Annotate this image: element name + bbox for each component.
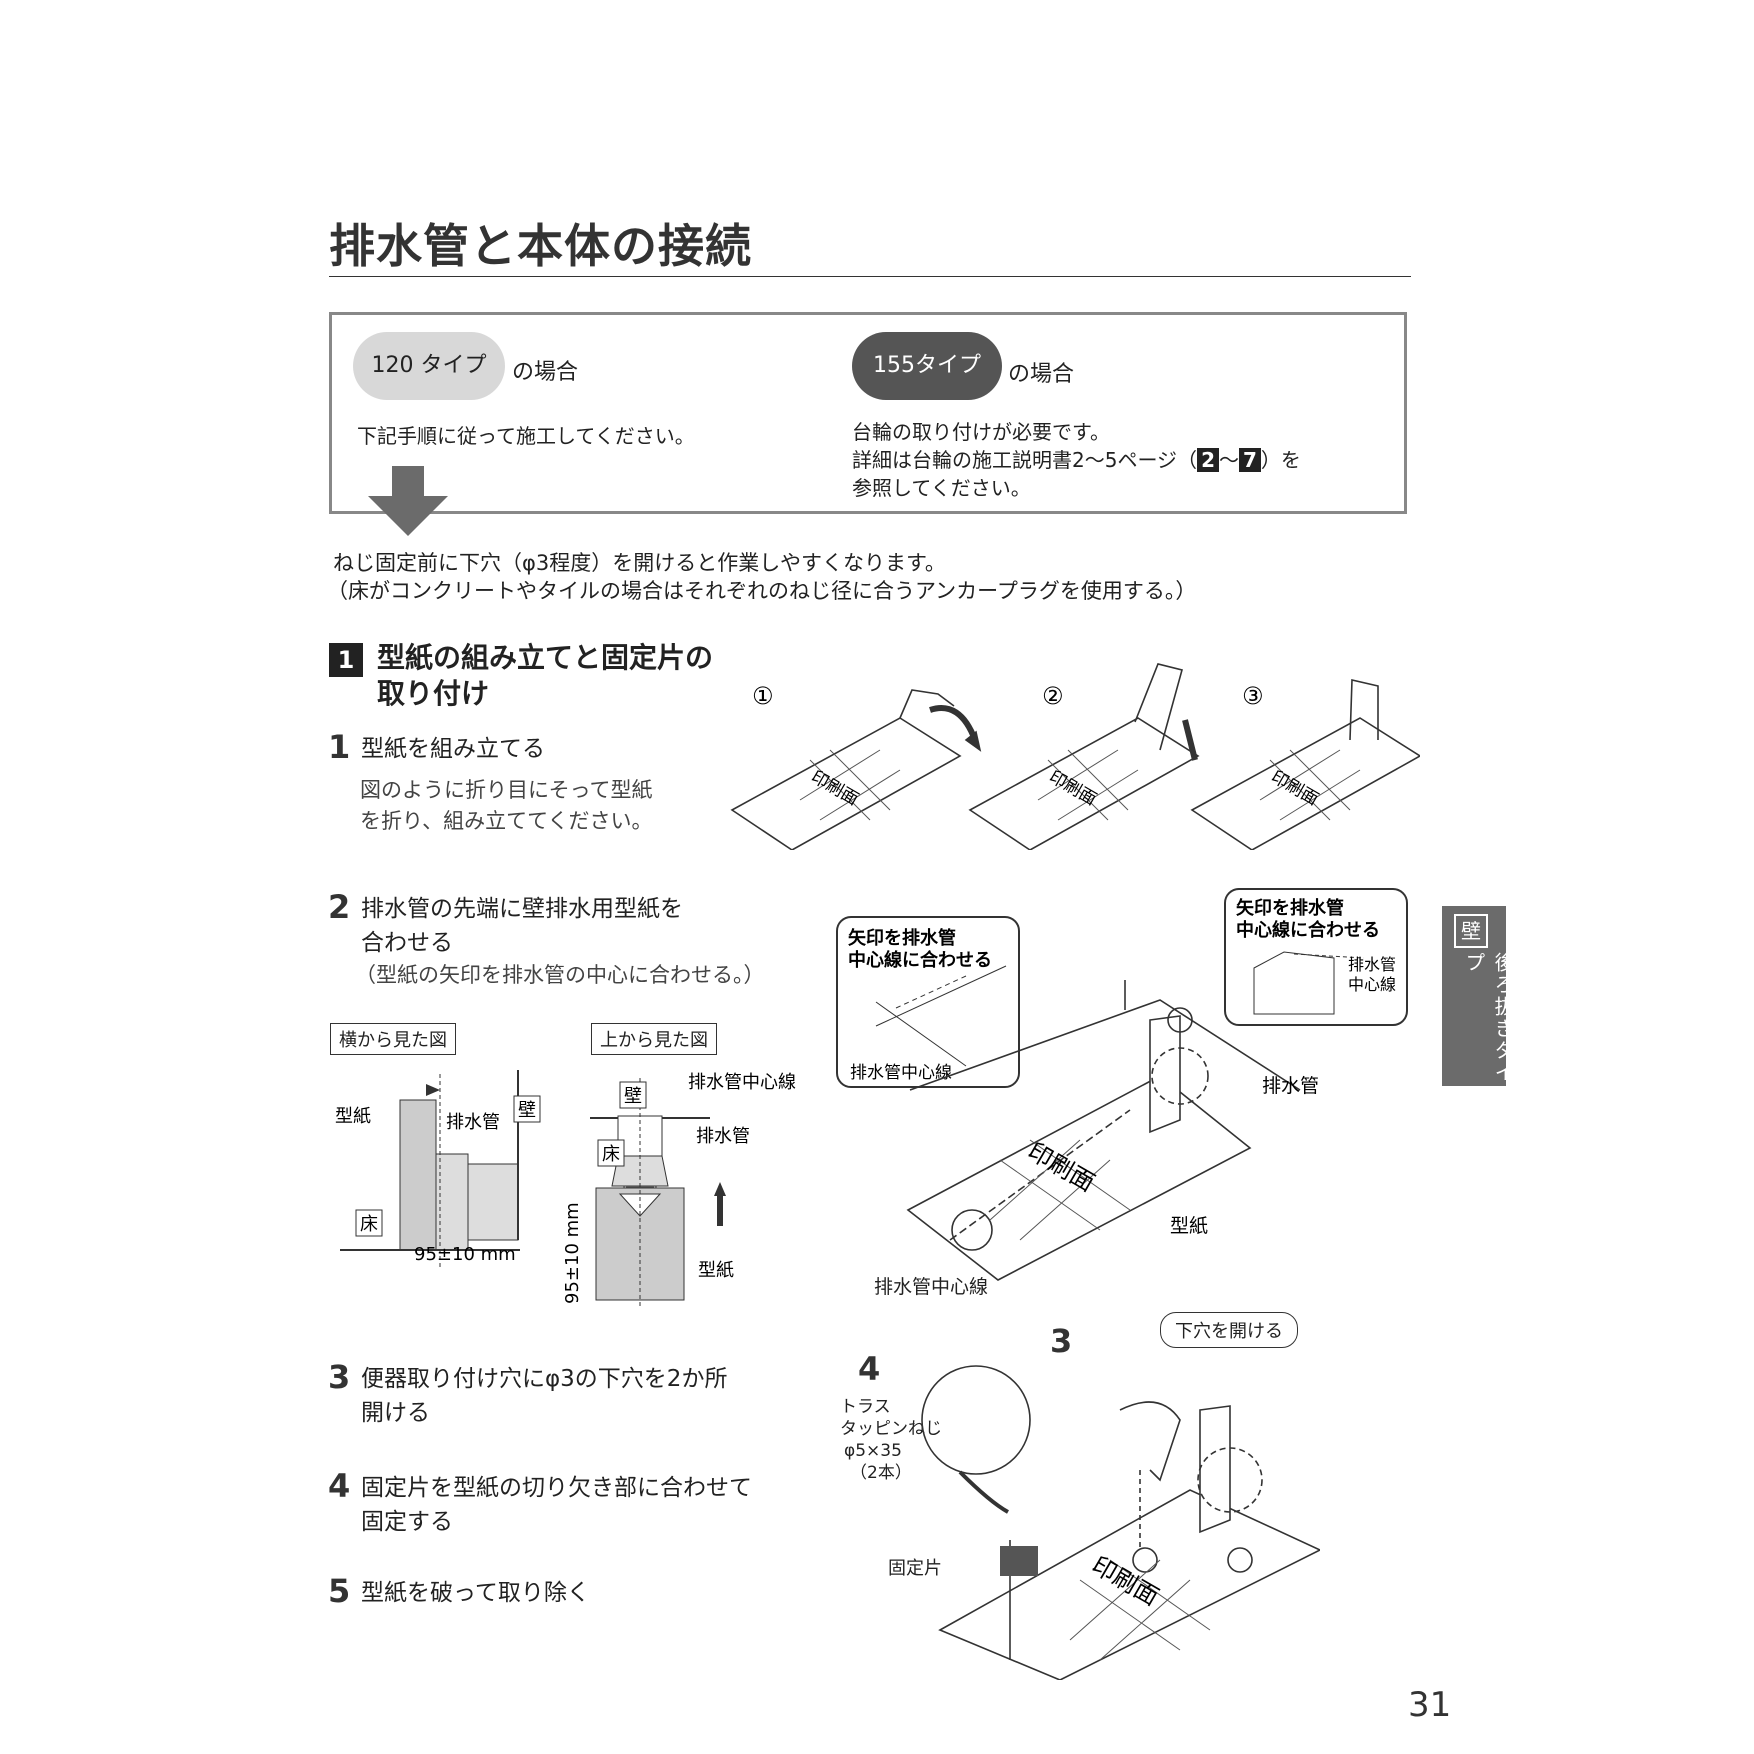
- fold-label-3: ③: [1242, 682, 1264, 710]
- iso-haisuikan: 排水管: [1262, 1075, 1319, 1097]
- side-dimension: 95±10 mm: [414, 1244, 516, 1265]
- callout-right-label1: 排水管: [1348, 955, 1396, 974]
- case-120-suffix: の場合: [512, 360, 579, 385]
- screw-line3: φ5×35: [844, 1441, 902, 1461]
- side-yuka: 床: [360, 1214, 378, 1235]
- ref-start-badge: 2: [1197, 448, 1219, 472]
- section-number-badge: 1: [329, 643, 363, 677]
- down-arrow-icon: [368, 466, 448, 536]
- top-view-figure: 壁 排水管中心線 排水管 床 型紙 95±10 mm: [562, 1072, 796, 1308]
- page-number: 31: [1408, 1685, 1452, 1725]
- step-2-number: 2: [328, 888, 351, 926]
- top-kabe: 壁: [624, 1086, 642, 1107]
- step-1-text: 型紙を組み立てる: [361, 736, 545, 762]
- page-title: 排水管と本体の接続: [329, 219, 752, 273]
- side-tab-key: 壁: [1454, 914, 1488, 948]
- step-2-text-line1: 排水管の先端に壁排水用型紙を: [361, 896, 683, 922]
- note-line2: （床がコンクリートやタイルの場合はそれぞれのねじ径に合うアンカープラグを使用する…: [327, 579, 1197, 603]
- step-2-text-line2: 合わせる: [361, 930, 453, 956]
- drill-bubble: 下穴を開ける: [1160, 1312, 1298, 1348]
- step-4-number: 4: [328, 1467, 351, 1505]
- iso-print-side: 印刷面: [1023, 1137, 1099, 1197]
- top-haisuikan: 排水管: [696, 1126, 750, 1147]
- step-3-text-line2: 開ける: [361, 1400, 430, 1426]
- case-155-suffix: の場合: [1008, 362, 1075, 387]
- type-info-box: [329, 312, 1407, 514]
- fixing-piece-label: 固定片: [888, 1558, 942, 1579]
- section-title-line1: 型紙の組み立てと固定片の: [377, 641, 714, 674]
- callout-right-label2: 中心線: [1348, 975, 1396, 994]
- drill-print-side: 印刷面: [1087, 1551, 1163, 1611]
- side-haisuikan: 排水管: [446, 1112, 500, 1133]
- fold-figures: ① ② ③ 印刷面 印刷面 印刷面: [730, 663, 1420, 850]
- step-1-sub2: を折り、組み立ててください。: [360, 809, 653, 833]
- callout-right-line2: 中心線に合わせる: [1236, 919, 1380, 941]
- side-view-heading: 横から見た図: [330, 1023, 456, 1055]
- badge-155-type: 155タイプ: [852, 332, 1002, 400]
- screw-line4: （2本）: [850, 1463, 912, 1483]
- step-2-sub: （型紙の矢印を排水管の中心に合わせる。）: [355, 963, 765, 987]
- side-tab-label: 後ろ抜きタイプ: [1462, 952, 1515, 1084]
- side-katagami: 型紙: [335, 1106, 371, 1127]
- callout-right: 矢印を排水管 中心線に合わせる 排水管 中心線: [1224, 888, 1408, 1026]
- case-155-line2: 詳細は台輪の施工説明書2～5ページ（2～7）を: [852, 446, 1301, 475]
- callout-left-line2: 中心線に合わせる: [848, 949, 992, 971]
- callout-left-label: 排水管中心線: [850, 1063, 952, 1083]
- ref-tilde: ～: [1218, 448, 1239, 472]
- top-center-line: 排水管中心線: [688, 1072, 796, 1093]
- step-3-number: 3: [328, 1358, 351, 1396]
- step-5-text: 型紙を破って取り除く: [361, 1580, 590, 1606]
- case-155-line2-post: ）を: [1260, 448, 1301, 472]
- side-tab: 壁 後ろ抜きタイプ: [1442, 906, 1515, 1086]
- case-155-line3: 参照してください。: [852, 476, 1031, 500]
- step-1-number: 1: [328, 728, 351, 766]
- case-120-text: 下記手順に従って施工してください。: [357, 424, 695, 448]
- screw-line2: タッピンねじ: [840, 1419, 942, 1439]
- fold-label-2: ②: [1042, 682, 1064, 710]
- ref-end-badge: 7: [1238, 448, 1261, 472]
- step-4-text-line2: 固定する: [361, 1509, 453, 1535]
- screw-line1: トラス: [840, 1397, 891, 1417]
- case-155-line2-pre: 詳細は台輪の施工説明書2～5ページ（: [852, 448, 1198, 472]
- top-dimension: 95±10 mm: [562, 1202, 583, 1304]
- drill-step-4: 4: [858, 1350, 881, 1388]
- step-4-text-line1: 固定片を型紙の切り欠き部に合わせて: [361, 1475, 752, 1501]
- step-3-text-line1: 便器取り付け穴にφ3の下穴を2か所: [361, 1366, 728, 1392]
- badge-120-type: 120 タイプ: [353, 332, 505, 400]
- top-view-heading: 上から見た図: [591, 1023, 717, 1055]
- isometric-template-figure: 印刷面 排水管 型紙: [906, 980, 1319, 1281]
- callout-left: 矢印を排水管 中心線に合わせる 排水管中心線: [836, 916, 1020, 1088]
- top-yuka: 床: [602, 1144, 620, 1165]
- iso-katagami: 型紙: [1170, 1215, 1208, 1237]
- step-1-sub1: 図のように折り目にそって型紙: [360, 778, 653, 802]
- side-kabe: 壁: [518, 1100, 536, 1121]
- callout-right-line1: 矢印を排水管: [1236, 897, 1344, 919]
- fold-label-1: ①: [752, 682, 774, 710]
- case-155-line1: 台輪の取り付けが必要です。: [852, 420, 1110, 444]
- side-view-figure: 型紙 排水管 壁 床 95±10 mm: [335, 1070, 541, 1270]
- step-5-number: 5: [328, 1572, 351, 1610]
- title-rule: [329, 276, 1411, 277]
- callout-left-line1: 矢印を排水管: [848, 927, 956, 949]
- iso-center-line: 排水管中心線: [874, 1276, 989, 1298]
- drill-step-3: 3: [1050, 1322, 1073, 1360]
- top-katagami: 型紙: [698, 1260, 734, 1281]
- drill-figure: 印刷面: [921, 1365, 1320, 1680]
- note-line1: ねじ固定前に下穴（φ3程度）を開けると作業しやすくなります。: [333, 551, 946, 575]
- section-title-line2: 取り付け: [377, 677, 490, 710]
